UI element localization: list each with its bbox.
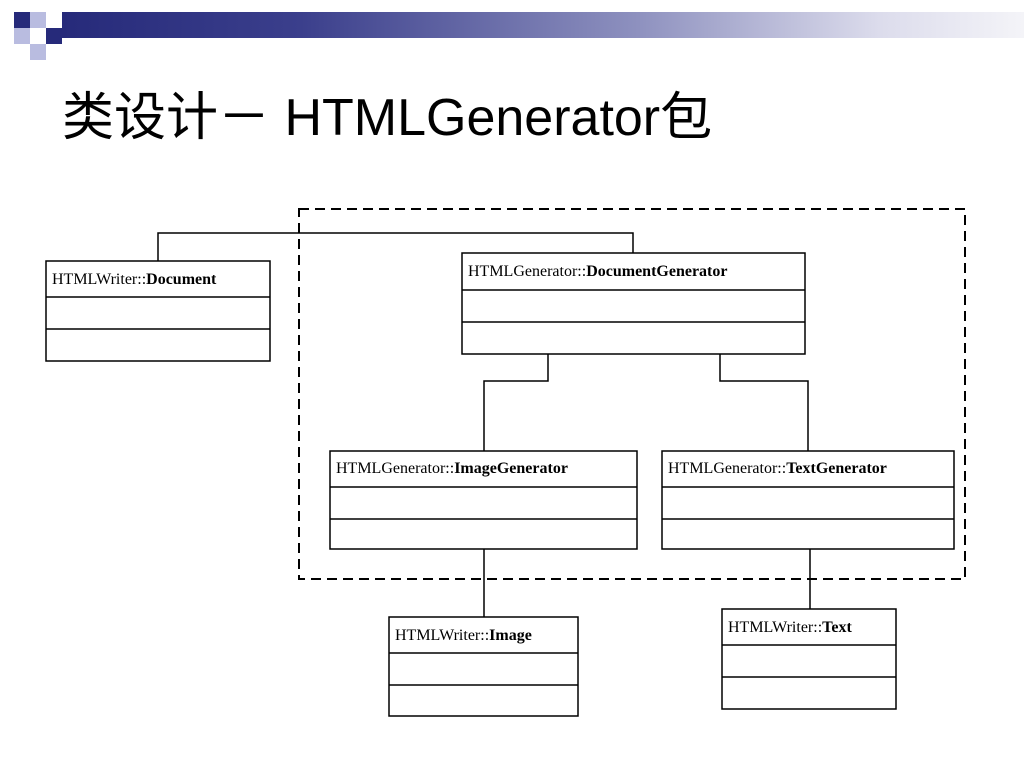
connector-documentgenerator-to-textgenerator (719, 354, 809, 451)
class-box-text: HTMLWriter::Text (721, 608, 897, 710)
header-square-light (30, 12, 46, 28)
connectors (157, 232, 811, 617)
class-box-documentgenerator: HTMLGenerator::DocumentGenerator (461, 252, 806, 355)
header-square-dark (14, 12, 30, 28)
header-square-light (14, 28, 30, 44)
class-name-documentgenerator: HTMLGenerator::DocumentGenerator (468, 263, 727, 280)
slide-title: 类设计－ HTMLGenerator包 (62, 89, 713, 147)
header-square-white (30, 28, 46, 44)
class-box-image: HTMLWriter::Image (388, 616, 579, 717)
class-box-imagegenerator: HTMLGenerator::ImageGenerator (329, 450, 638, 550)
class-name-imagegenerator: HTMLGenerator::ImageGenerator (336, 460, 568, 477)
header-square-light (30, 44, 46, 60)
class-name-document: HTMLWriter::Document (52, 271, 217, 288)
class-box-document: HTMLWriter::Document (45, 260, 271, 362)
connector-document-to-documentgenerator (157, 232, 634, 261)
package-boundary (298, 208, 966, 580)
class-name-textgenerator: HTMLGenerator::TextGenerator (668, 460, 887, 477)
class-box-textgenerator: HTMLGenerator::TextGenerator (661, 450, 955, 550)
header-band (60, 12, 1024, 38)
connector-documentgenerator-to-imagegenerator (483, 354, 549, 451)
class-name-image: HTMLWriter::Image (395, 627, 532, 644)
class-name-text: HTMLWriter::Text (728, 619, 852, 636)
header-square-white (46, 12, 62, 28)
header-square-dark (46, 28, 62, 44)
